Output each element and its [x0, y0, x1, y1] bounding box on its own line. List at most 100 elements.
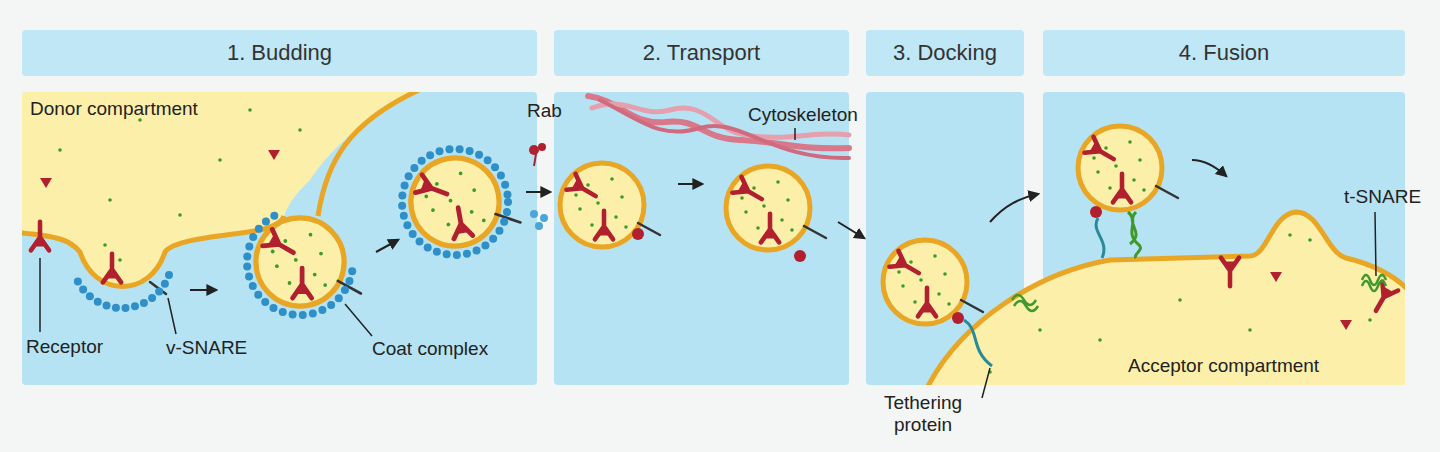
acceptor-compartment: [1270, 272, 1282, 282]
stage-header: 3. Docking: [866, 30, 1024, 76]
donor-compartment: [103, 254, 121, 283]
stage-header: 4. Fusion: [1043, 30, 1405, 76]
part-label: Acceptor compartment: [1128, 355, 1319, 377]
coat-dot: [400, 212, 408, 220]
process-arrows: [678, 183, 702, 185]
coat-dot: [504, 198, 512, 206]
coat-dot: [165, 271, 173, 279]
coat-dot: [112, 304, 120, 312]
fusing-vesicle: [1078, 126, 1178, 210]
coat-dot: [405, 172, 413, 180]
coat-dot: [398, 192, 406, 200]
stage-title: 1. Budding: [227, 40, 332, 66]
transport-vesicle: [560, 163, 660, 247]
leader-lines: [39, 258, 41, 332]
coat-dot: [74, 277, 82, 285]
coat-dot: [261, 298, 269, 306]
released-coat: [530, 210, 538, 218]
tethering-protein: [964, 320, 992, 366]
acceptor-compartment: [1368, 318, 1372, 322]
rab-protein: [534, 154, 536, 166]
stage-title: 2. Transport: [643, 40, 760, 66]
coat-dot: [249, 233, 257, 241]
coat-dot: [289, 310, 297, 318]
coat-dot: [466, 147, 474, 155]
transport-vesicle: [632, 228, 644, 240]
docking-vesicle: [883, 240, 983, 324]
coat-dot: [433, 248, 441, 256]
coat-dot: [463, 250, 471, 258]
stage-title: 4. Fusion: [1179, 40, 1270, 66]
leader-lines: [168, 298, 176, 334]
coat-dot: [103, 302, 111, 310]
rab-protein: [529, 145, 539, 155]
part-label: Cytoskeleton: [748, 104, 858, 126]
acceptor-compartment: [1368, 281, 1398, 315]
process-arrows: [526, 191, 550, 193]
coat-dot: [456, 145, 464, 153]
tethering-protein: [1096, 218, 1104, 258]
part-label: Tethering protein: [870, 392, 976, 436]
coat-dot: [424, 243, 432, 251]
coated-vesicle: [404, 148, 523, 253]
acceptor-compartment: [1038, 328, 1042, 332]
coat-dot: [243, 252, 251, 260]
coat-dot: [443, 250, 451, 258]
coat-dot: [489, 235, 497, 243]
coat-dot: [121, 304, 129, 312]
part-label: Donor compartment: [30, 98, 198, 120]
stage-title: 3. Docking: [893, 40, 997, 66]
coat-dot: [155, 287, 163, 295]
donor-compartment: [58, 148, 62, 152]
coat-dot: [398, 202, 406, 210]
coat-dot: [243, 263, 251, 271]
process-arrows: [190, 289, 216, 291]
released-coat: [535, 222, 543, 230]
docking-vesicle: [952, 312, 964, 324]
coat-dot: [416, 237, 424, 245]
acceptor-compartment: [988, 233, 1372, 374]
acceptor-compartment: [925, 212, 1405, 385]
leader-lines: [40, 258, 372, 336]
leader-line: [982, 368, 990, 398]
part-label: Coat complex: [372, 338, 488, 360]
coat-dot: [318, 306, 326, 314]
part-label: v-SNARE: [166, 337, 247, 359]
transport-vesicle: [560, 163, 660, 247]
budding-vesicle: [256, 218, 361, 306]
coat-dot: [500, 218, 508, 226]
acceptor-compartment: [1178, 298, 1182, 302]
coat-dot: [503, 208, 511, 216]
donor-compartment: [218, 158, 222, 162]
released-coat: [530, 210, 548, 230]
panel-grounds: [554, 92, 849, 385]
fusing-vesicle: [1078, 126, 1178, 218]
coat-dot: [475, 151, 483, 159]
coat-dot: [255, 225, 263, 233]
donor-compartment: [268, 150, 280, 160]
stage-header: 1. Budding: [22, 30, 537, 76]
coat-complex: [74, 145, 512, 319]
coat-dot: [418, 157, 426, 165]
coat-dot: [327, 301, 335, 309]
part-label: Receptor: [26, 336, 103, 358]
donor-compartment: [31, 222, 49, 251]
donor-compartment: [40, 178, 52, 188]
coat-dot: [345, 277, 353, 285]
coat-dot: [279, 308, 287, 316]
part-label: Rab: [527, 100, 562, 122]
donor-compartment: [103, 243, 107, 247]
transport-vesicle: [726, 166, 826, 262]
coat-dot: [262, 217, 270, 225]
docking-vesicle: [883, 240, 983, 324]
rab-protein: [529, 143, 546, 166]
stage-header: 2. Transport: [554, 30, 849, 76]
coat-dot: [501, 181, 509, 189]
coat-dot: [348, 267, 356, 275]
budding-vesicle: [256, 218, 361, 306]
leader-line: [794, 128, 796, 140]
transport-vesicle: [794, 250, 806, 262]
coat-dot: [299, 311, 307, 319]
coat-dot: [484, 156, 492, 164]
acceptor-compartment: [1340, 320, 1352, 330]
